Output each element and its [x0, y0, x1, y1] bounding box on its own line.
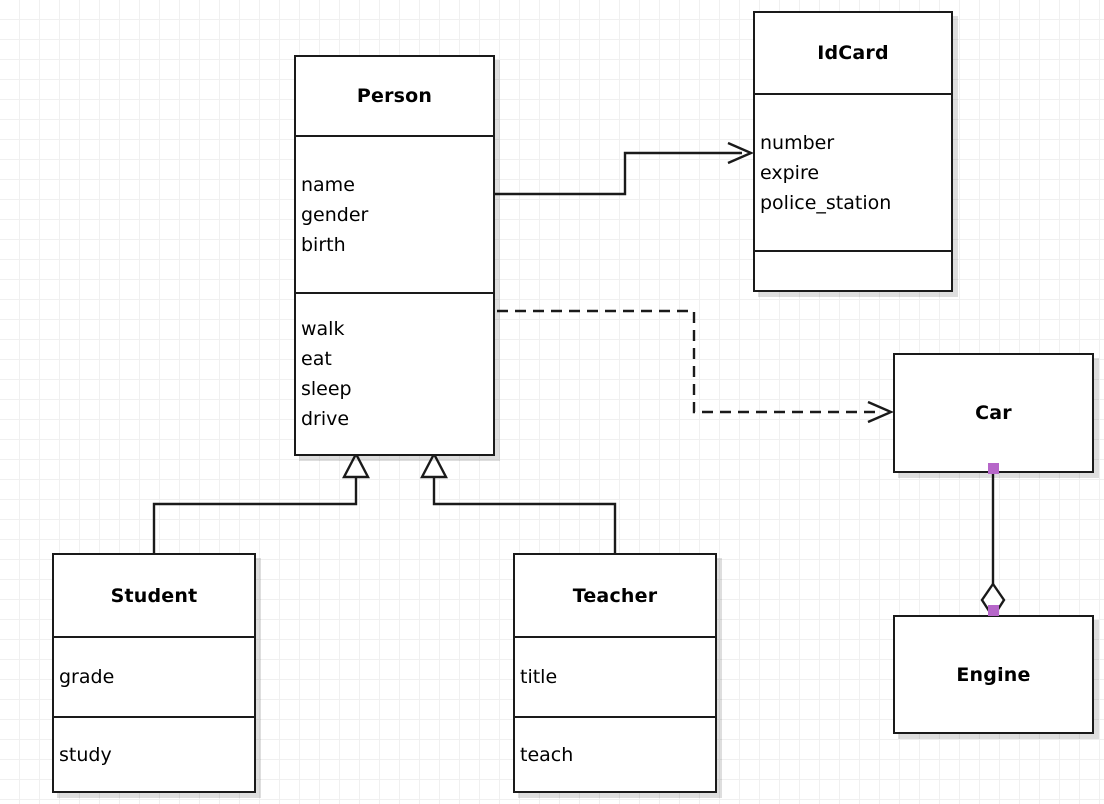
class-name-student: Student — [110, 584, 198, 607]
generalization-teacher-person[interactable] — [420, 451, 617, 553]
method-item: eat — [301, 348, 332, 370]
class-name-teacher: Teacher — [572, 584, 658, 607]
uml-class-car[interactable]: Car — [893, 353, 1094, 473]
attributes-person: name gender birth — [296, 135, 493, 292]
method-item: study — [59, 743, 112, 766]
class-name-car: Car — [975, 402, 1012, 424]
generalization-student-person[interactable] — [152, 451, 370, 553]
attributes-idcard: number expire police_station — [755, 93, 951, 250]
uml-class-student[interactable]: Student grade study — [52, 553, 256, 793]
attributes-teacher: title — [515, 636, 715, 716]
attribute-item: grade — [59, 666, 115, 688]
method-item: teach — [520, 743, 574, 766]
attribute-item: number — [760, 131, 835, 154]
selection-handle-engine-top[interactable] — [988, 605, 999, 616]
attribute-item: police_station — [760, 191, 892, 214]
method-item: drive — [301, 408, 350, 430]
class-name-person: Person — [356, 85, 433, 107]
methods-person: walk eat sleep drive — [296, 292, 493, 454]
class-name-engine: Engine — [956, 663, 1031, 686]
dependency-person-car[interactable] — [497, 309, 895, 424]
association-person-idcard[interactable] — [495, 141, 755, 196]
method-item: sleep — [301, 378, 352, 400]
attribute-item: expire — [760, 161, 820, 184]
uml-class-idcard[interactable]: IdCard number expire police_station — [753, 11, 953, 292]
selection-handle-car-bottom[interactable] — [988, 463, 999, 474]
attribute-item: birth — [301, 233, 346, 256]
methods-teacher: teach — [515, 716, 715, 791]
attribute-item: title — [520, 666, 558, 688]
aggregation-car-engine[interactable] — [980, 473, 1006, 620]
class-name-idcard: IdCard — [817, 42, 889, 64]
method-item: walk — [301, 318, 345, 340]
attribute-item: name — [301, 173, 355, 196]
uml-class-person[interactable]: Person name gender birth walk eat sleep … — [294, 55, 495, 456]
uml-class-teacher[interactable]: Teacher title teach — [513, 553, 717, 793]
uml-class-engine[interactable]: Engine — [893, 615, 1094, 734]
attribute-item: gender — [301, 203, 369, 226]
methods-idcard — [755, 250, 951, 290]
methods-student: study — [54, 716, 254, 791]
attributes-student: grade — [54, 636, 254, 716]
